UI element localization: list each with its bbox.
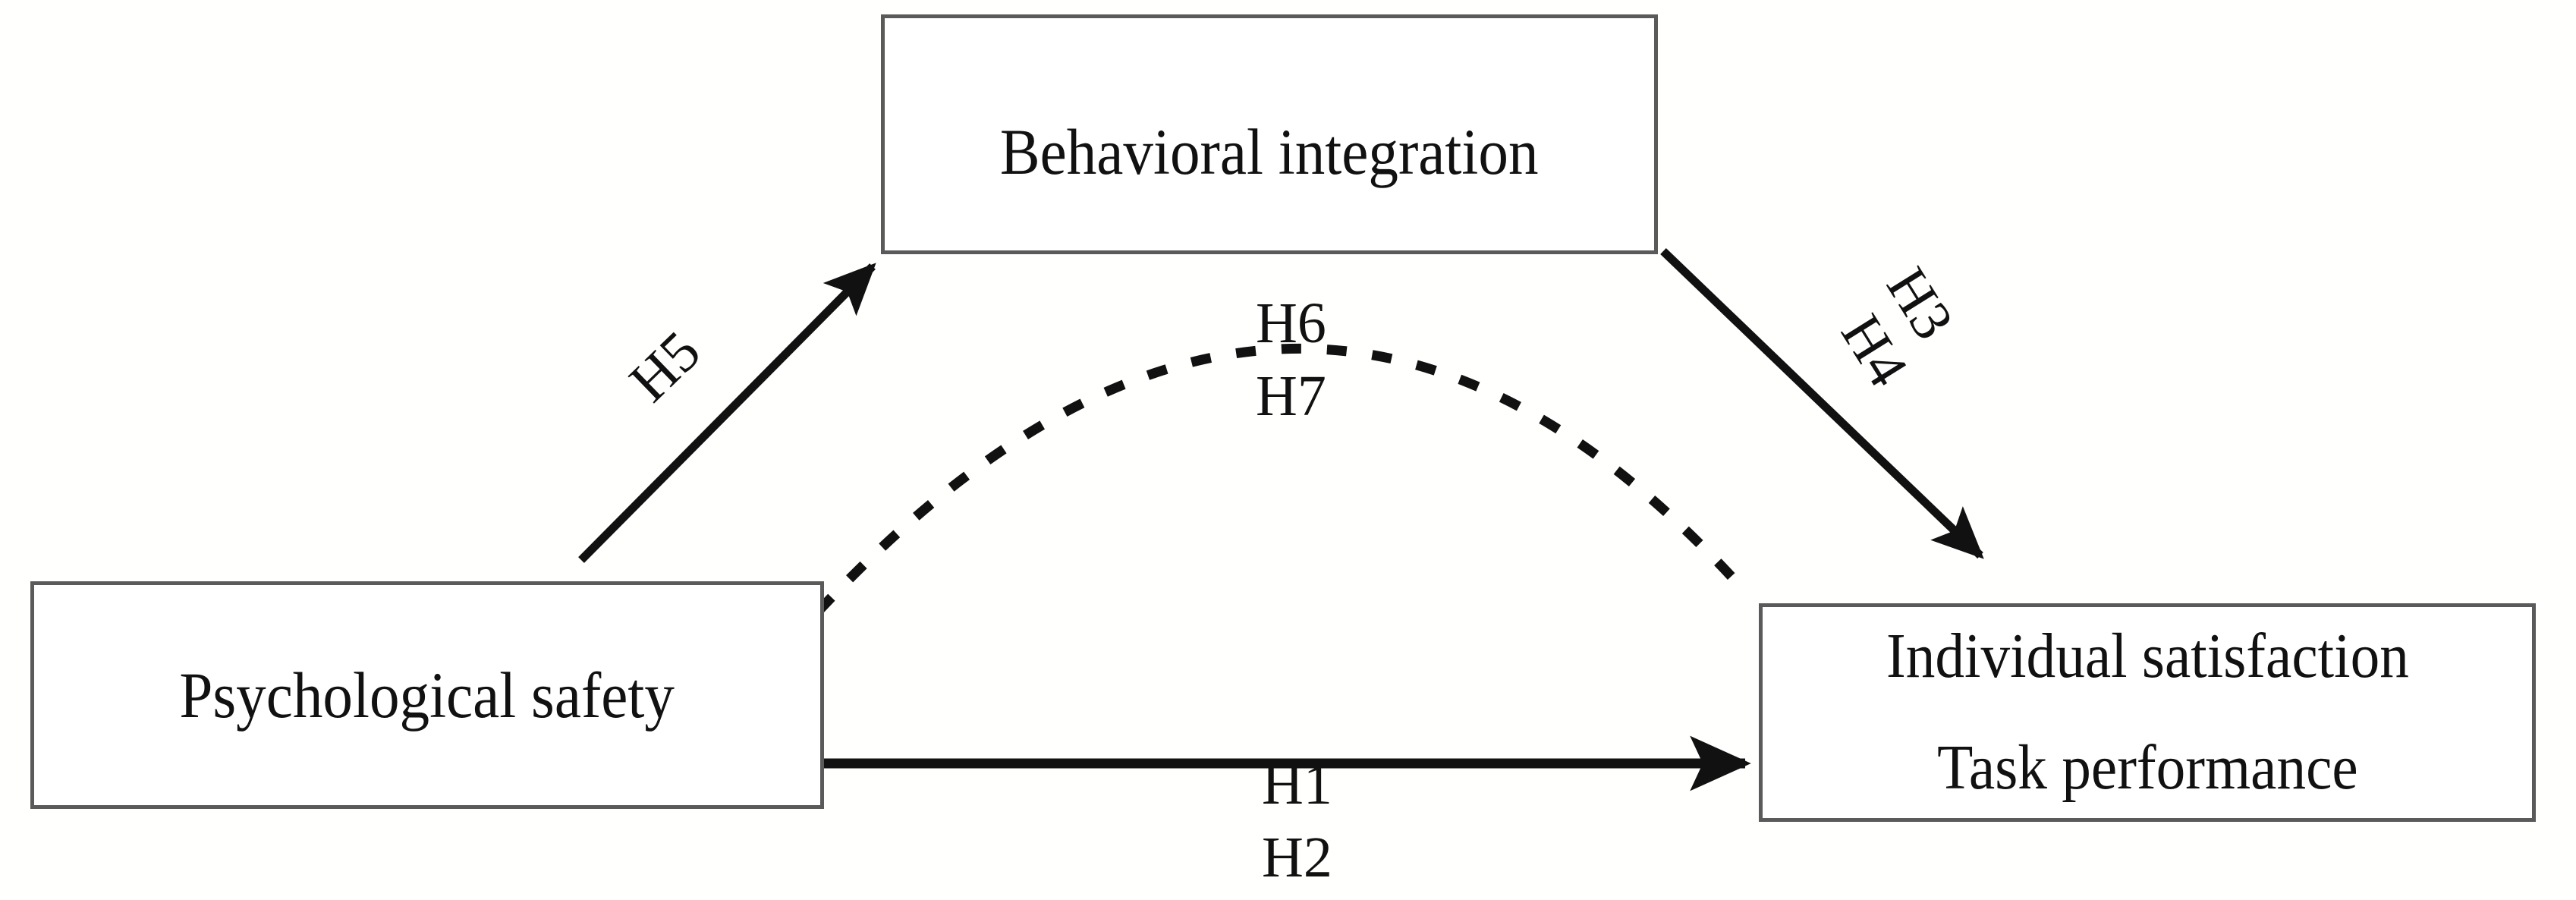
node-behavioral-integration[interactable]: Behavioral integration [881, 14, 1658, 254]
edge-label-h5: H5 [617, 319, 713, 414]
edge-label-h7: H7 [1256, 364, 1326, 428]
node-behavioral-integration-label: Behavioral integration [1000, 115, 1539, 188]
node-outcomes-label-task-performance: Task performance [1936, 732, 2358, 803]
edge-label-h2: H2 [1262, 826, 1332, 889]
node-psychological-safety-label: Psychological safety [179, 658, 675, 732]
edge-label-h6: H6 [1256, 291, 1326, 355]
node-outcomes-label-individual-satisfaction: Individual satisfaction [1886, 621, 2409, 692]
edge-label-h1: H1 [1262, 753, 1332, 817]
edge-h5-arrow [578, 263, 876, 563]
node-outcomes[interactable]: Individual satisfaction Task performance [1759, 603, 2536, 822]
node-psychological-safety[interactable]: Psychological safety [30, 581, 824, 809]
